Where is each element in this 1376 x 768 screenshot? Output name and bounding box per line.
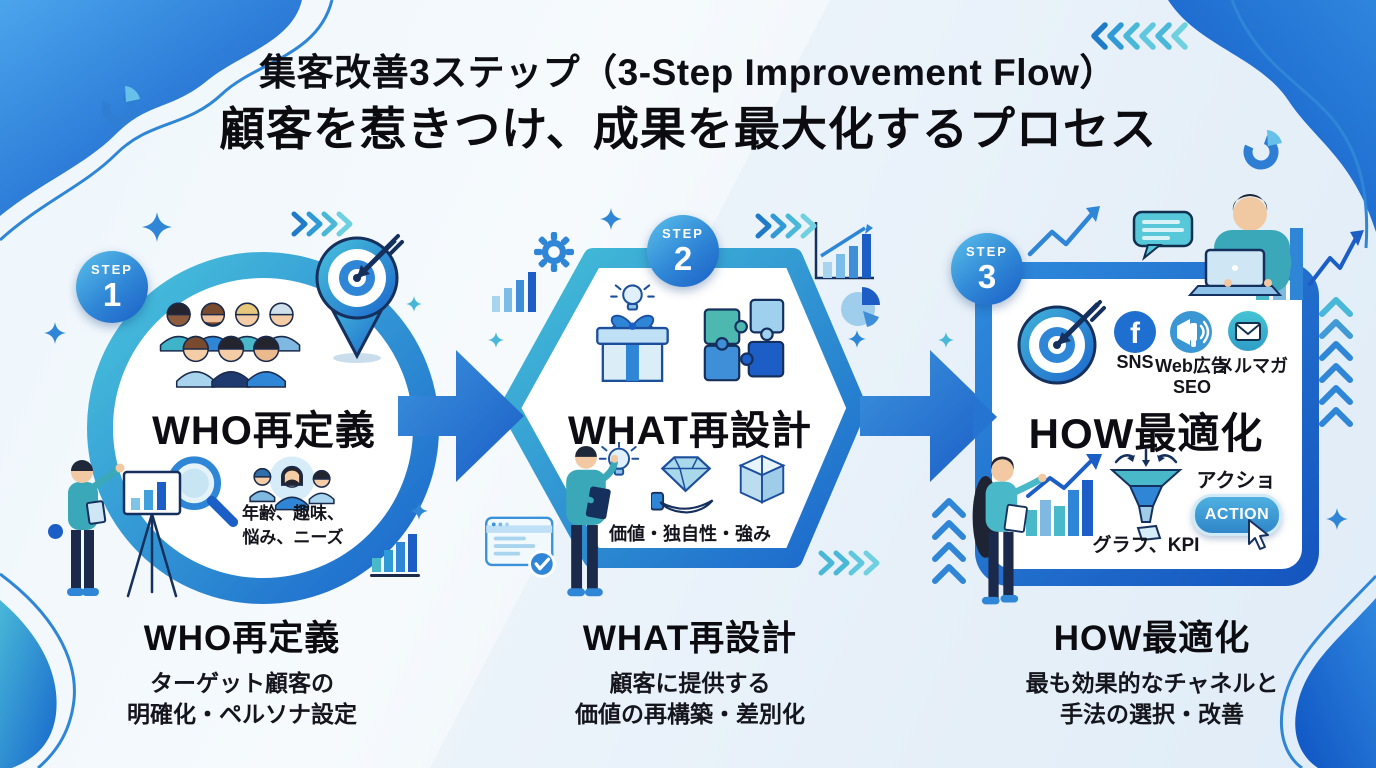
pointing-woman-illustration: [972, 456, 1047, 605]
gear-icon: [534, 232, 574, 272]
sparkle-icon: [848, 330, 866, 348]
step2-badge-number: 2: [673, 240, 693, 277]
channel-label-mail-mag: メルマガ: [1216, 356, 1288, 376]
chevrons-right-icon: [818, 550, 880, 576]
flow-arrow-2: [860, 350, 998, 482]
channel-label-seo: SEO: [1172, 377, 1211, 397]
cursor-icon: [1248, 519, 1269, 550]
kpi-note: グラフ、KPI: [1092, 535, 1200, 556]
chevrons-up-icon: [1319, 297, 1353, 427]
step1-shape-title: WHO再定義: [152, 409, 376, 453]
chevrons-left-icon: [1091, 22, 1188, 50]
step3-summary: HOW最適化 最も効果的なチャネルと 手法の選択・改善: [932, 610, 1372, 730]
page-title: 集客改善3ステップ（3-Step Improvement Flow）: [259, 52, 1117, 93]
step2-shape-title: WHAT再設計: [568, 409, 812, 453]
step3-badge-number: 3: [977, 258, 997, 295]
step3-summary-title: HOW最適化: [1053, 619, 1251, 658]
sparkle-icon: [142, 212, 172, 242]
sparkle-icon: [600, 208, 622, 230]
step1-summary-line1: ターゲット顧客の: [150, 670, 334, 696]
bar-chart-icon: [370, 534, 420, 577]
page-subtitle: 顧客を惹きつけ、成果を最大化するプロセス: [219, 102, 1157, 155]
puzzle-icon: [703, 298, 785, 382]
persona-trio-icon: [249, 456, 335, 511]
channel-label-sns: SNS: [1116, 352, 1154, 372]
step1-keywords-line2: 悩み、ニーズ: [242, 528, 344, 548]
action-button-text: ACTION: [1204, 506, 1270, 523]
donut-chart-icon: [101, 86, 140, 126]
step3-badge: STEP 3: [951, 233, 1023, 305]
laptop-man-illustration: [1132, 194, 1292, 296]
action-button: ACTION: [1192, 494, 1282, 536]
step2-badge-label: STEP: [662, 226, 704, 241]
magnifier-icon: [167, 456, 239, 528]
presenter-illustration: [67, 460, 182, 598]
mail-icon: [1228, 311, 1268, 351]
megaphone-icon: [1170, 311, 1212, 353]
step2-badge: STEP 2: [647, 215, 719, 287]
sparkle-icon: [410, 502, 428, 520]
step3-shape-title: HOW最適化: [1028, 410, 1264, 457]
title-block: 集客改善3ステップ（3-Step Improvement Flow） 顧客を惹き…: [0, 52, 1376, 155]
step1-summary-line2: 明確化・ペルソナ設定: [127, 701, 357, 728]
step3-summary-line2: 手法の選択・改善: [1060, 701, 1244, 728]
chevrons-right-icon: [291, 211, 353, 237]
step2-summary-line1: 顧客に提供する: [609, 670, 771, 696]
step1-summary-title: WHO再定義: [143, 619, 341, 658]
kpi-bar-chart-icon: [1026, 454, 1102, 536]
facebook-icon: f: [1114, 311, 1156, 353]
sparkle-icon: [488, 332, 504, 348]
step1-keywords: 年齢、趣味、 悩み、ニーズ: [226, 502, 360, 550]
gem-in-hand-icon: [651, 456, 714, 514]
sparkle-icon: [406, 296, 422, 312]
target-pin-icon: [315, 234, 404, 363]
step1-badge: STEP 1: [76, 251, 148, 323]
dot-decoration: [48, 524, 63, 539]
growth-arrow-icon: [1027, 206, 1100, 257]
step2-summary-line2: 価値の再構築・差別化: [575, 701, 805, 728]
step3-card-notch: [973, 394, 997, 440]
sparkle-icon: [44, 322, 66, 344]
step1-keywords-line1: 年齢、趣味、: [242, 504, 344, 523]
step1-summary: WHO再定義 ターゲット顧客の 明確化・ペルソナ設定: [22, 610, 462, 730]
channel-label-web-ad: Web広告: [1155, 356, 1229, 376]
audience-group-illustration: [159, 302, 301, 388]
pie-chart-icon: [841, 287, 880, 327]
step1-badge-label: STEP: [91, 262, 133, 277]
step2-summary-title: WHAT再設計: [582, 619, 798, 658]
package-box-icon: [738, 454, 786, 504]
growth-chart-icon: [814, 222, 874, 280]
flow-arrow-1: [398, 350, 524, 482]
target-icon: [1017, 300, 1106, 385]
step2-keywords: 価値・独自性・強み: [609, 524, 771, 544]
step3-summary-line1: 最も効果的なチャネルと: [1025, 670, 1279, 696]
step3-badge-label: STEP: [966, 244, 1008, 259]
facebook-glyph: f: [1130, 317, 1141, 350]
gift-idea-icon: [596, 284, 669, 383]
sparkle-icon: [938, 332, 954, 348]
tablet-person-illustration: [566, 445, 618, 597]
chevrons-up-icon: [932, 498, 966, 584]
step2-summary: WHAT再設計 顧客に提供する 価値の再構築・差別化: [470, 610, 910, 730]
sparkle-icon: [1326, 508, 1348, 530]
donut-chart-icon: [1243, 130, 1282, 170]
funnel-icon: [1109, 448, 1183, 542]
bar-chart-icon: [492, 272, 536, 312]
step1-badge-number: 1: [102, 276, 122, 313]
browser-check-icon: [485, 516, 556, 578]
chevrons-right-icon: [755, 213, 817, 239]
